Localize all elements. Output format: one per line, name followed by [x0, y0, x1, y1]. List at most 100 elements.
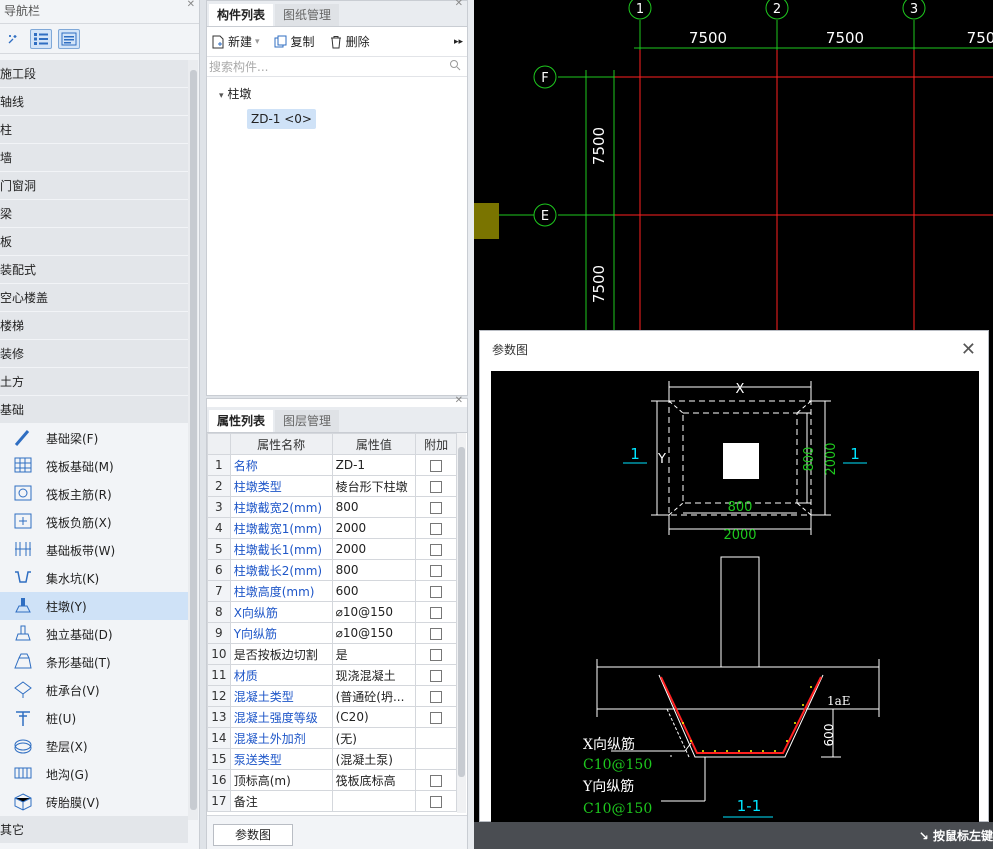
extra-checkbox[interactable]: [430, 690, 443, 703]
tab-property-list[interactable]: 属性列表: [209, 410, 274, 432]
foundation-item[interactable]: 独立基础(D): [0, 620, 188, 648]
tree-node-column-pier[interactable]: ▾ 柱墩: [219, 83, 467, 105]
property-value[interactable]: 棱台形下柱墩: [331, 475, 417, 497]
sparkle-icon[interactable]: [2, 29, 24, 49]
extra-checkbox[interactable]: [430, 522, 443, 535]
category-item[interactable]: 空心楼盖: [0, 284, 188, 312]
category-item[interactable]: 装配式: [0, 256, 188, 284]
category-item[interactable]: 柱: [0, 116, 188, 144]
component-search-input[interactable]: 搜索构件...: [207, 57, 467, 77]
param-diagram-button[interactable]: 参数图: [213, 824, 293, 846]
category-item[interactable]: 板: [0, 228, 188, 256]
search-icon[interactable]: [449, 59, 461, 71]
foundation-item[interactable]: 集水坑(K): [0, 564, 188, 592]
tab-drawing-management[interactable]: 图纸管理: [275, 4, 340, 26]
category-item[interactable]: 楼梯: [0, 312, 188, 340]
property-value[interactable]: ⌀10@150: [331, 601, 417, 623]
extra-checkbox[interactable]: [430, 795, 443, 808]
foundation-item[interactable]: 桩(U): [0, 704, 188, 732]
tab-component-list[interactable]: 构件列表: [209, 4, 274, 26]
property-value[interactable]: (无): [331, 727, 417, 749]
property-value[interactable]: 筏板底标高: [331, 769, 417, 791]
property-value[interactable]: (C20): [331, 706, 417, 728]
foundation-item[interactable]: 筏板主筋(R): [0, 480, 188, 508]
foundation-item[interactable]: 柱墩(Y): [0, 592, 188, 620]
property-value[interactable]: ⌀10@150: [331, 622, 417, 644]
extra-checkbox[interactable]: [430, 627, 443, 640]
category-item[interactable]: 土方: [0, 368, 188, 396]
tree-view-icon[interactable]: [30, 28, 52, 49]
extra-checkbox[interactable]: [430, 501, 443, 514]
foundation-item[interactable]: 筏板基础(M): [0, 452, 188, 480]
category-item[interactable]: 装修: [0, 340, 188, 368]
props-close-icon[interactable]: ✕: [454, 395, 463, 406]
foundation-item[interactable]: 桩承台(V): [0, 676, 188, 704]
property-value[interactable]: 现浇混凝土: [331, 664, 417, 686]
new-dropdown-icon[interactable]: ▾: [255, 36, 260, 47]
foundation-item[interactable]: 地沟(G): [0, 760, 188, 788]
foundation-item[interactable]: 砖胎膜(V): [0, 788, 188, 816]
property-scrollbar[interactable]: [457, 433, 466, 813]
new-button[interactable]: 新建 ▾: [211, 33, 260, 50]
extra-checkbox[interactable]: [430, 606, 443, 619]
property-value[interactable]: [331, 790, 417, 812]
nav-close-icon[interactable]: ✕: [186, 0, 195, 10]
tab-layer-management[interactable]: 图层管理: [275, 410, 340, 432]
property-value[interactable]: (普通砼(坍...: [331, 685, 417, 707]
property-value[interactable]: 800: [331, 496, 417, 518]
extra-checkbox[interactable]: [430, 543, 443, 556]
property-value[interactable]: (混凝土泵): [331, 748, 417, 770]
foundation-item[interactable]: 基础板带(W): [0, 536, 188, 564]
extra-checkbox[interactable]: [430, 585, 443, 598]
extra-checkbox[interactable]: [430, 774, 443, 787]
property-value[interactable]: 800: [331, 559, 417, 581]
foundation-item[interactable]: 垫层(X): [0, 732, 188, 760]
property-value[interactable]: 是: [331, 643, 417, 665]
property-value[interactable]: ZD-1: [331, 454, 417, 476]
extra-checkbox[interactable]: [430, 669, 443, 682]
list-view-icon[interactable]: [58, 28, 80, 49]
extra-checkbox[interactable]: [430, 648, 443, 661]
category-item[interactable]: 梁: [0, 200, 188, 228]
panel-splitter[interactable]: [468, 0, 474, 849]
collapse-icon[interactable]: ▾: [219, 91, 224, 101]
category-item[interactable]: 基础: [0, 396, 188, 424]
foundation-item[interactable]: 条形基础(T): [0, 648, 188, 676]
category-item[interactable]: 轴线: [0, 88, 188, 116]
category-other[interactable]: 其它: [0, 816, 188, 844]
category-item[interactable]: 门窗洞: [0, 172, 188, 200]
property-value[interactable]: 600: [331, 580, 417, 602]
delete-button[interactable]: 删除: [329, 33, 370, 50]
category-item[interactable]: 施工段: [0, 60, 188, 88]
extra-checkbox[interactable]: [430, 711, 443, 724]
property-value[interactable]: 2000: [331, 517, 417, 539]
extra-checkbox[interactable]: [430, 459, 443, 472]
foundation-item[interactable]: 基础梁(F): [0, 424, 188, 452]
extra-checkbox[interactable]: [430, 564, 443, 577]
more-icon[interactable]: ▸▸: [453, 36, 463, 47]
category-item[interactable]: 墙: [0, 144, 188, 172]
close-icon[interactable]: ✕: [960, 339, 976, 360]
tree-leaf-zd1[interactable]: ZD-1 <0>: [247, 109, 316, 129]
property-value[interactable]: 2000: [331, 538, 417, 560]
copy-button[interactable]: 复制: [274, 33, 315, 50]
extra-checkbox[interactable]: [430, 480, 443, 493]
complist-close-icon[interactable]: ✕: [454, 0, 463, 9]
